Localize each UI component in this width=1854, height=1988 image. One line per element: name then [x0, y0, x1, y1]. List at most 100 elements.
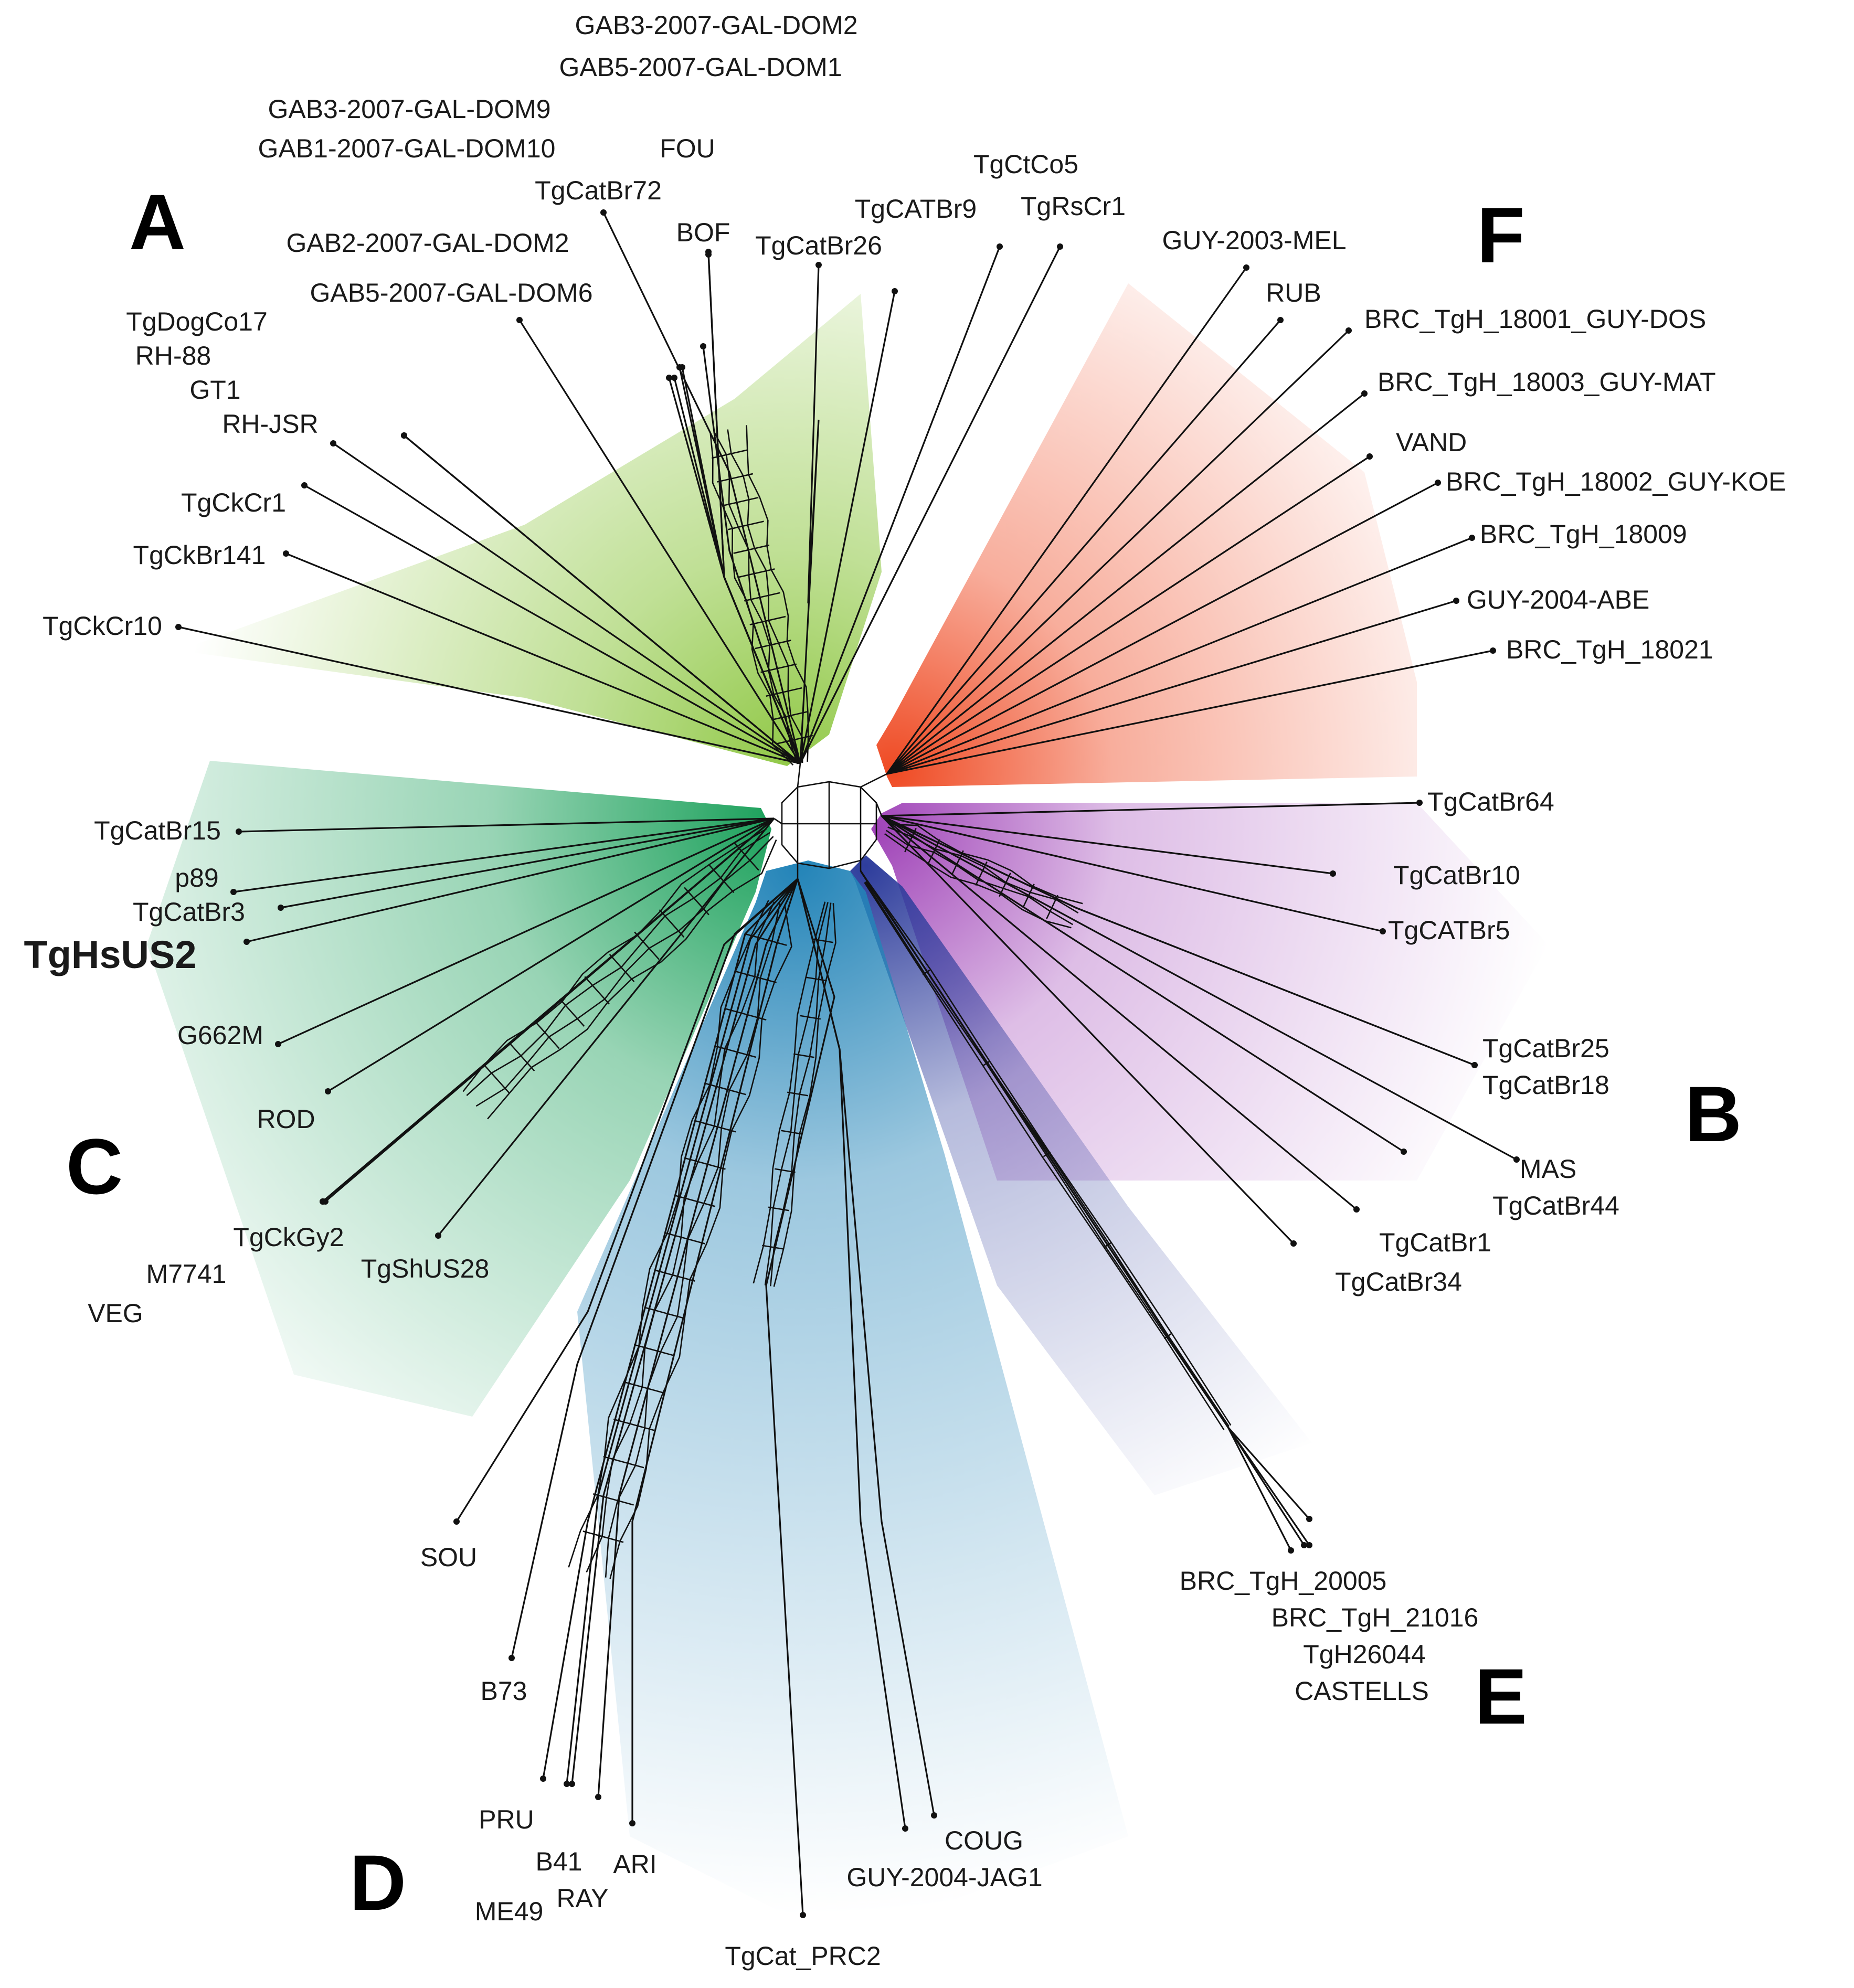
- branch-guy-2003-mel: [886, 267, 1247, 774]
- taxon-label-pru: PRU: [479, 1805, 534, 1834]
- taxon-label-rub: RUB: [1266, 278, 1321, 307]
- clade-c-wedge: [147, 761, 771, 1417]
- taxon-label-tgctco5: TgCtCo5: [973, 150, 1078, 179]
- taxon-label-ari: ARI: [613, 1849, 656, 1879]
- taxon-label-veg: VEG: [88, 1299, 143, 1328]
- tip-rub: [1277, 317, 1284, 323]
- tip-brc-tgh-18002-guy-koe: [1435, 480, 1441, 486]
- taxon-label-tgckcr10: TgCkCr10: [43, 611, 162, 641]
- taxon-label-guy-2004-abe: GUY-2004-ABE: [1467, 585, 1649, 614]
- branch-p89: [233, 817, 775, 893]
- taxon-label-tgcatbr26: TgCatBr26: [755, 231, 882, 260]
- taxon-labels: GAB3-2007-GAL-DOM2GAB5-2007-GAL-DOM1GAB3…: [24, 10, 1786, 1971]
- taxon-label-gab1-2007-gal-dom10: GAB1-2007-GAL-DOM10: [258, 134, 556, 163]
- taxon-label-rod: ROD: [257, 1104, 315, 1134]
- branch-tgcatbr9: [799, 291, 896, 764]
- taxon-label-gab3-2007-gal-dom9: GAB3-2007-GAL-DOM9: [268, 94, 550, 124]
- taxon-label-brc-tgh-18021: BRC_TgH_18021: [1506, 635, 1713, 664]
- branch-mas: [881, 815, 1517, 1161]
- branch-tghsus2: [246, 817, 775, 943]
- taxon-label-castells: CASTELLS: [1295, 1676, 1429, 1706]
- tip-rh-jsr: [330, 440, 336, 446]
- branch-tgctco5: [799, 246, 1001, 764]
- taxon-label-tgcatbr34: TgCatBr34: [1335, 1267, 1462, 1296]
- branch-tgrscr1: [799, 246, 1061, 764]
- tip-tgcatbr9: [892, 288, 898, 294]
- tip-tgcatbr10: [1330, 870, 1336, 877]
- taxon-label-tgdogco17: TgDogCo17: [126, 307, 268, 336]
- taxon-label-coug: COUG: [945, 1826, 1023, 1855]
- taxon-label-fou: FOU: [660, 134, 715, 163]
- branch-tgcatbr3: [280, 817, 775, 909]
- branch-tgcatbr72: [602, 212, 801, 764]
- taxon-label-tgckgy2: TgCkGy2: [233, 1222, 344, 1252]
- tip-guy-2004-jag1: [902, 1825, 908, 1832]
- branch-tgcatbr10: [881, 815, 1333, 875]
- tip-me49: [564, 1781, 570, 1787]
- tip-tgcatbr26: [815, 262, 822, 268]
- taxon-label-gab3-2007-gal-dom2: GAB3-2007-GAL-DOM2: [575, 10, 857, 40]
- tip-bof: [705, 251, 712, 258]
- taxon-label-tgcat-prc2: TgCat_PRC2: [725, 1941, 881, 1971]
- taxon-label-tgcatbr64: TgCatBr64: [1427, 787, 1554, 816]
- clade-label-f: F: [1477, 191, 1525, 279]
- taxon-label-tgcatbr3: TgCatBr3: [133, 897, 245, 927]
- tip-gab3-2007-gal-dom9: [671, 375, 677, 381]
- branch-tgcatbr5: [881, 815, 1383, 932]
- branch-guy-2004-abe: [886, 600, 1457, 775]
- network-lines: [175, 209, 1520, 1918]
- branch-tgcatbr64: [881, 802, 1420, 817]
- tip-b41: [569, 1781, 575, 1787]
- branch-tgcatbr1: [881, 815, 1358, 1210]
- tip-ari: [629, 1820, 635, 1826]
- tip-gab2-2007-gal-dom2: [700, 343, 706, 349]
- tip-tgcatbr15: [236, 828, 242, 835]
- taxon-label-bof: BOF: [676, 218, 730, 247]
- tip-tgcatbr44: [1401, 1149, 1407, 1155]
- branch-gt1: [403, 434, 801, 764]
- tip-gab1-2007-gal-dom10: [666, 375, 672, 381]
- tip-castells: [1306, 1516, 1312, 1522]
- tip-tgcatbr72: [600, 209, 607, 216]
- taxon-label-tgrscr1: TgRsCr1: [1021, 192, 1126, 221]
- taxon-label-tgcatbr1: TgCatBr1: [1379, 1228, 1491, 1257]
- tip-g662m: [275, 1041, 281, 1047]
- branch-tgcatbr15: [238, 817, 775, 833]
- branch-pru: [542, 878, 799, 1779]
- taxon-label-tgckcr1: TgCkCr1: [181, 488, 286, 517]
- taxon-label-tgcatbr9: TgCATBr9: [855, 194, 977, 224]
- branch-b41: [571, 878, 799, 1784]
- tip-tgcatbr3: [278, 905, 284, 911]
- tip-tgcatbr18: [1471, 1062, 1478, 1068]
- tip-tgcatbr1: [1353, 1206, 1360, 1213]
- clade-label-e: E: [1475, 1652, 1527, 1740]
- tip-rod: [325, 1088, 331, 1094]
- taxon-label-tgh26044: TgH26044: [1303, 1640, 1426, 1669]
- taxon-label-b41: B41: [536, 1847, 582, 1876]
- tip-brc-tgh-18021: [1490, 647, 1496, 654]
- tip-gt1: [401, 432, 407, 439]
- taxon-label-sou: SOU: [420, 1543, 477, 1572]
- branch-brc-tgh-18001-guy-dos: [886, 329, 1350, 775]
- branch-gab5-2007-gal-dom6: [518, 320, 801, 764]
- tip-veg: [320, 1198, 326, 1205]
- tip-tghsus2: [243, 939, 250, 945]
- branch-gab2-2007-gal-dom2: [702, 346, 801, 764]
- tip-pru: [540, 1776, 546, 1782]
- taxon-label-gab2-2007-gal-dom2: GAB2-2007-GAL-DOM2: [286, 228, 569, 258]
- taxon-label-me49: ME49: [475, 1897, 544, 1926]
- taxon-label-tgcatbr15: TgCatBr15: [94, 816, 221, 845]
- taxon-label-tgcatbr10: TgCatBr10: [1393, 860, 1520, 890]
- taxon-label-brc-tgh-18009: BRC_TgH_18009: [1480, 519, 1687, 549]
- taxon-label-tgshus28: TgShUS28: [361, 1254, 490, 1283]
- clade-label-d: D: [349, 1838, 406, 1927]
- branch-tgckbr141: [285, 552, 801, 764]
- taxon-label-tgckbr141: TgCkBr141: [133, 540, 266, 570]
- taxon-label-guy-2003-mel: GUY-2003-MEL: [1162, 226, 1346, 255]
- taxon-label-tgcatbr44: TgCatBr44: [1492, 1191, 1619, 1220]
- tip-b73: [508, 1655, 515, 1661]
- branch-sou: [455, 878, 799, 1522]
- tip-gab5-2007-gal-dom1: [679, 364, 685, 370]
- central-reticulation: [774, 763, 887, 879]
